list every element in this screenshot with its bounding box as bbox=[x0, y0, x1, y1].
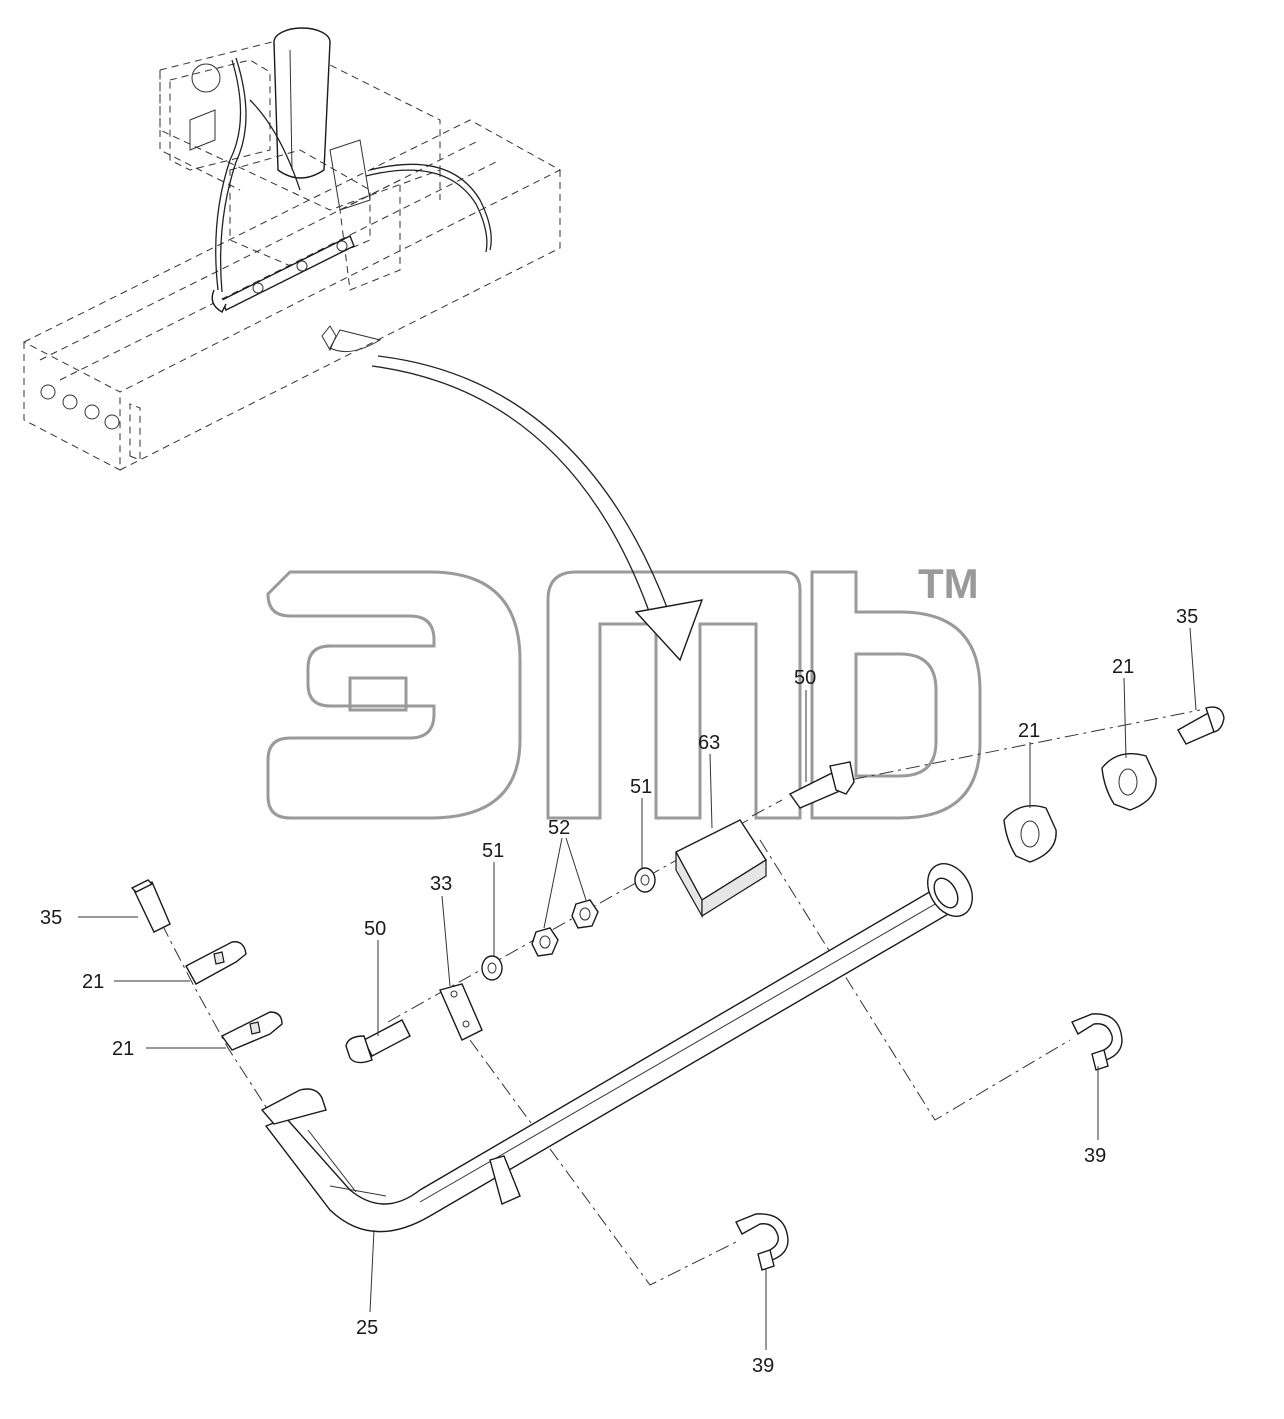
callout-51-mid: 51 bbox=[482, 840, 504, 862]
leader-lines bbox=[78, 627, 1197, 1350]
part-21-clamp-left-b bbox=[220, 1011, 283, 1051]
callout-35-top: 35 bbox=[1176, 606, 1198, 628]
callout-51-top: 51 bbox=[630, 776, 652, 798]
watermark-trademark: TM bbox=[918, 560, 979, 607]
part-33-plate bbox=[439, 983, 483, 1041]
callout-25: 25 bbox=[356, 1317, 378, 1339]
callout-21-top-b: 21 bbox=[1018, 720, 1040, 742]
callout-35-left: 35 bbox=[40, 907, 62, 929]
detail-pointer-arrow bbox=[371, 355, 704, 662]
callout-39-bottom: 39 bbox=[752, 1355, 774, 1377]
assembly-centerlines bbox=[149, 709, 1201, 1286]
callout-63: 63 bbox=[698, 732, 720, 754]
part-50-bolt-top bbox=[788, 761, 855, 809]
callout-39-right: 39 bbox=[1084, 1145, 1106, 1167]
part-39-hose-bottom bbox=[735, 1213, 789, 1271]
watermark-letter-f bbox=[810, 570, 982, 820]
part-39-hose-right bbox=[1071, 1013, 1123, 1071]
callout-21-top-a: 21 bbox=[1112, 656, 1134, 678]
callout-labels: 35 21 21 50 63 51 52 51 33 50 35 21 21 3… bbox=[40, 606, 1198, 1377]
watermark-logo: TM bbox=[266, 560, 982, 820]
callout-52: 52 bbox=[548, 817, 570, 839]
part-35-bolt-left bbox=[130, 879, 171, 933]
part-21-clamp-right-a bbox=[1003, 805, 1057, 863]
callout-21-left-a: 21 bbox=[82, 971, 104, 993]
part-51-washer-top bbox=[634, 867, 656, 893]
part-52-nut-b bbox=[531, 927, 559, 957]
watermark-bar bbox=[348, 676, 408, 712]
part-63-block bbox=[675, 819, 767, 919]
part-35-bolt-right bbox=[1177, 706, 1225, 745]
callout-33: 33 bbox=[430, 873, 452, 895]
callout-50-top: 50 bbox=[794, 667, 816, 689]
callout-50-mid: 50 bbox=[364, 918, 386, 940]
part-51-washer-mid bbox=[481, 955, 503, 981]
overview-assembly-view bbox=[22, 27, 562, 471]
part-50-bolt-mid bbox=[345, 1019, 411, 1064]
watermark-letter-e bbox=[266, 570, 522, 820]
watermark-letter-m bbox=[546, 570, 802, 820]
callout-21-left-b: 21 bbox=[112, 1038, 134, 1060]
part-52-nut-a bbox=[571, 899, 599, 929]
part-21-clamp-right-b bbox=[1101, 753, 1157, 811]
part-21-clamp-left-a bbox=[185, 941, 247, 985]
part-25-pipe bbox=[260, 863, 973, 1233]
